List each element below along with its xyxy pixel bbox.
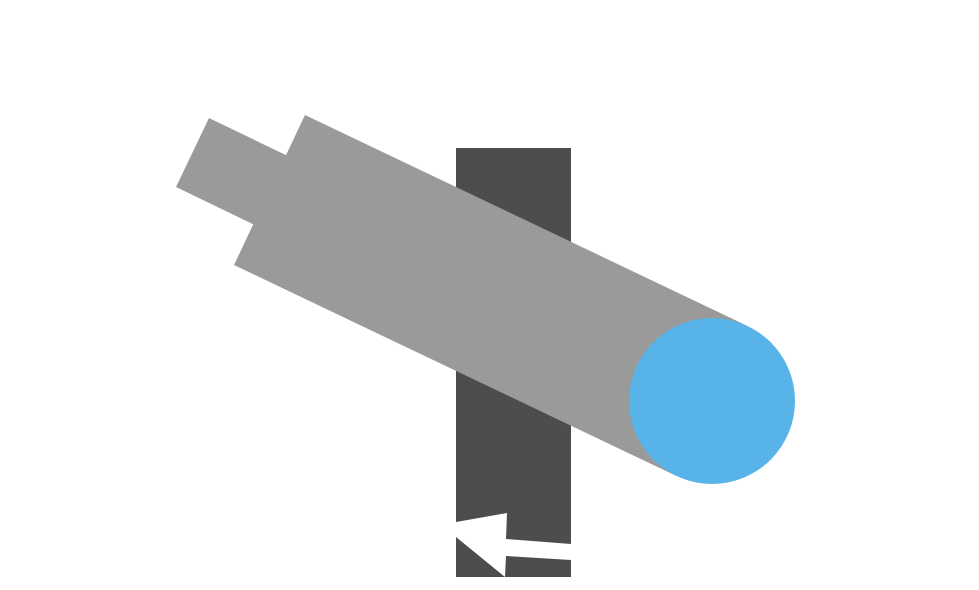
main-barrel — [234, 115, 748, 476]
lens — [629, 318, 795, 484]
rotate-left-arrow-icon — [456, 513, 571, 577]
